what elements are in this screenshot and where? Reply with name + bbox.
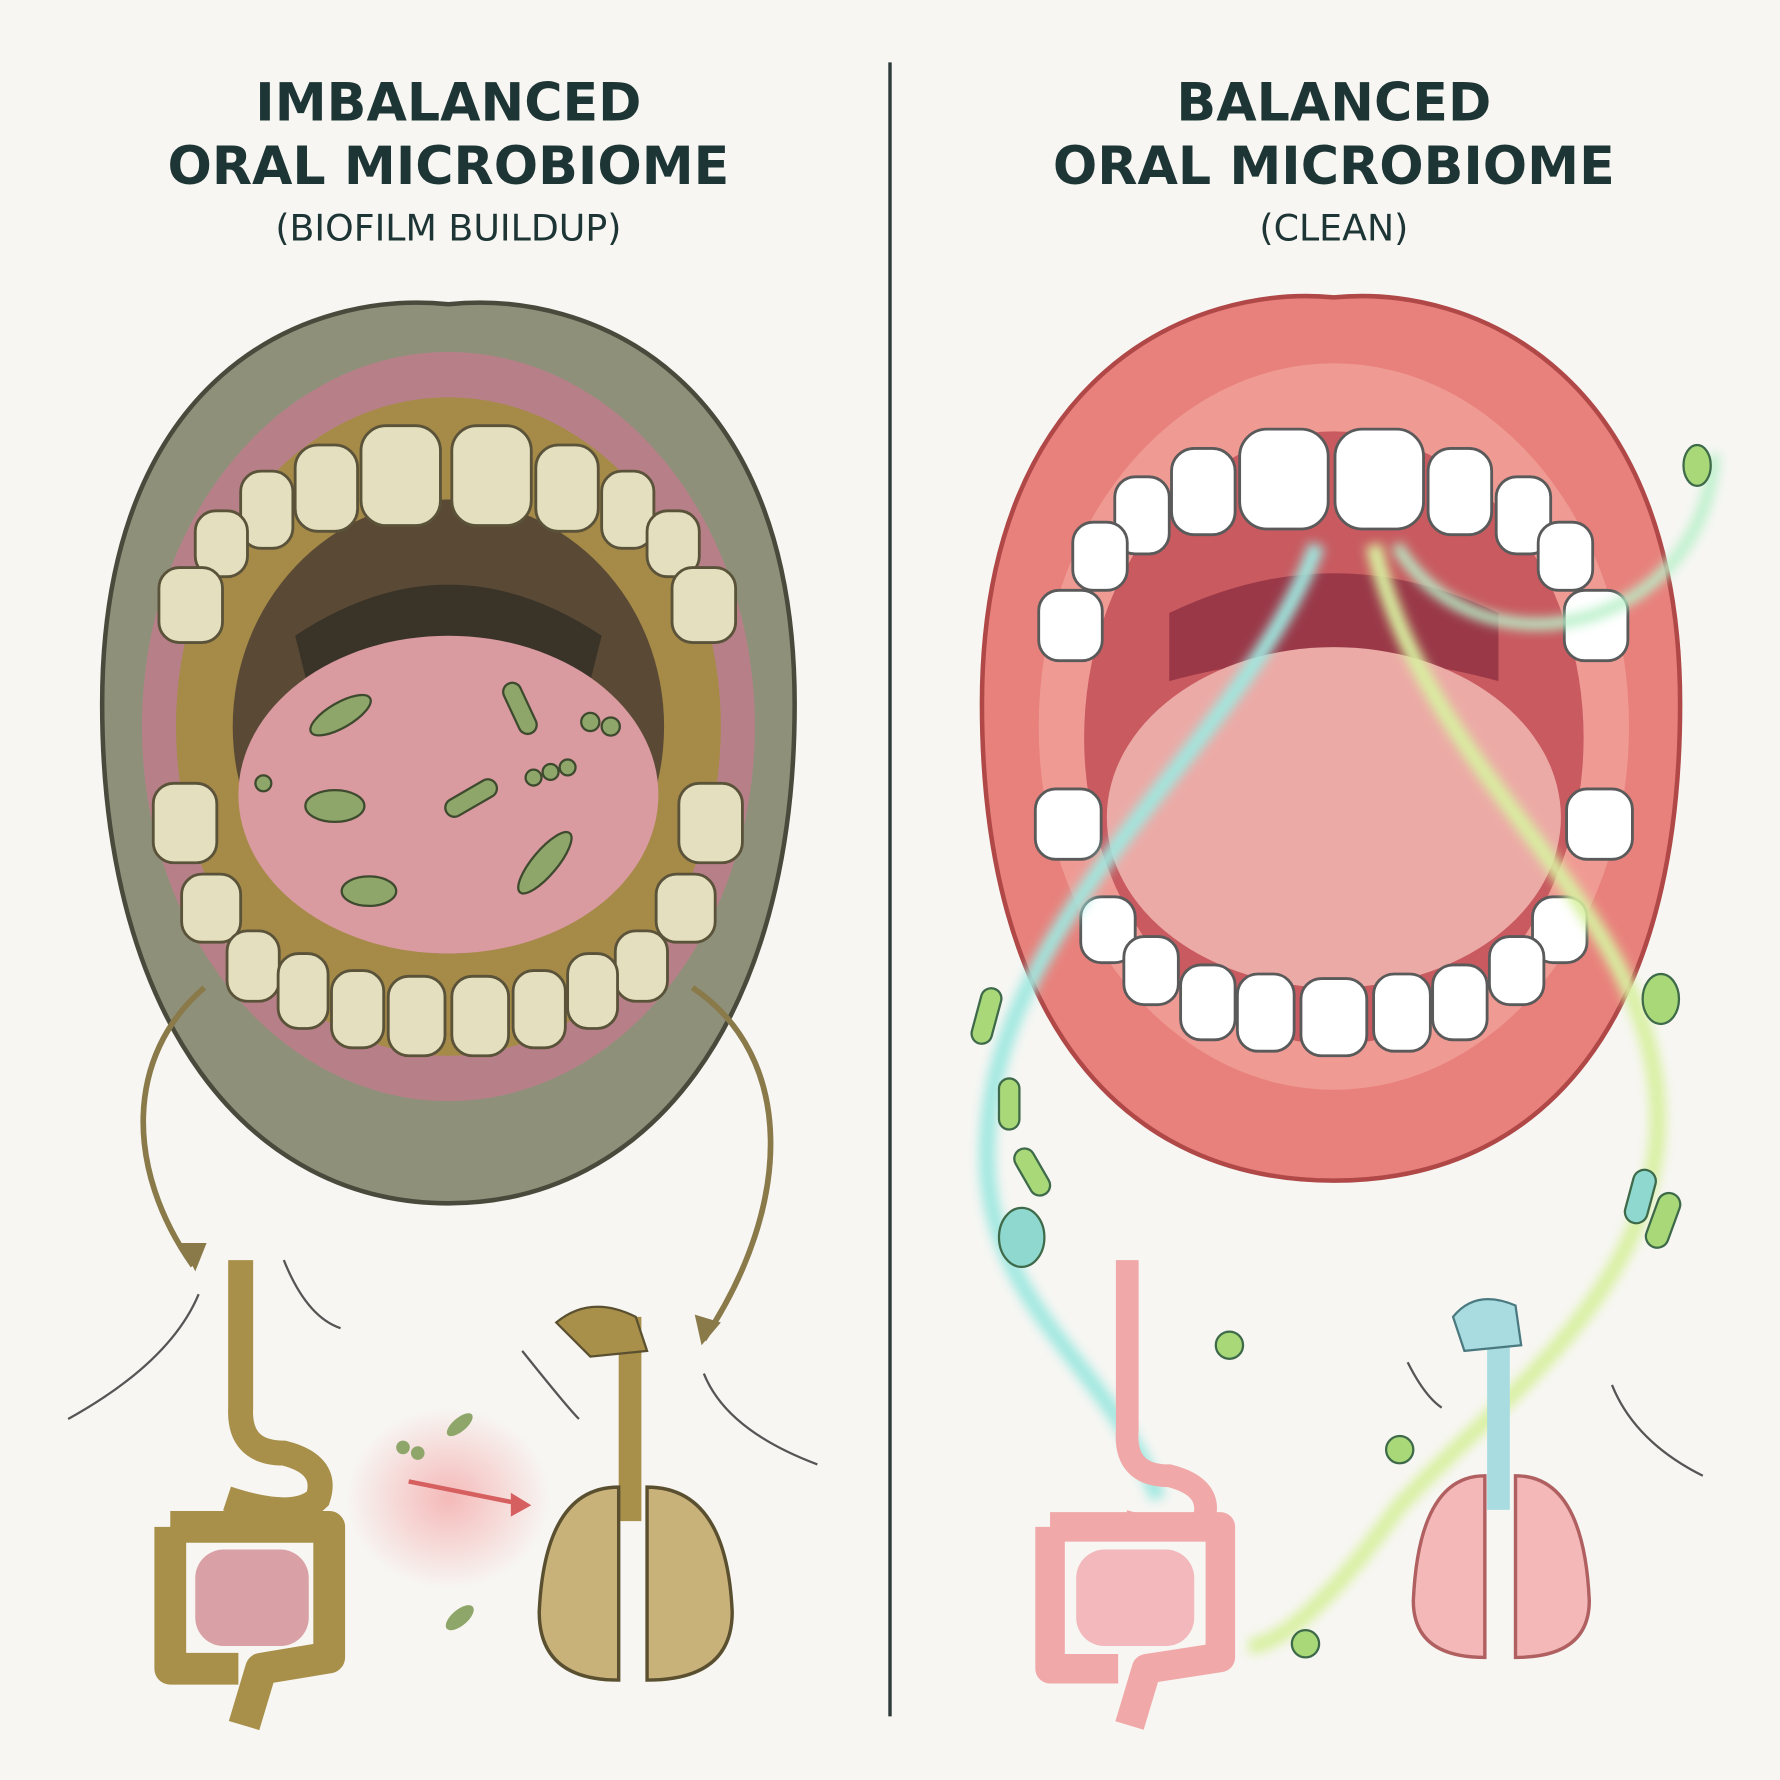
left-title-line1: IMBALANCED: [255, 73, 641, 133]
balanced-organs: [1035, 1260, 1704, 1730]
friendly-bacteria: [970, 443, 1712, 1659]
right-subtitle: (CLEAN): [1259, 207, 1408, 250]
tongue: [238, 635, 659, 954]
imbalanced-mouth: [99, 300, 797, 1346]
bacteria: [254, 681, 621, 908]
tongue: [1106, 647, 1561, 988]
healthy-flow-streams: [970, 443, 1720, 1659]
intestine-icon: [154, 1510, 346, 1731]
left-title-line2: ORAL MICROBIOME: [167, 137, 729, 197]
lungs-icon: [1411, 1474, 1591, 1660]
upper-teeth: [1037, 427, 1630, 663]
stomach-icon: [1115, 1260, 1217, 1542]
right-title-line1: BALANCED: [1176, 73, 1491, 133]
stomach-icon: [223, 1260, 333, 1523]
upper-teeth: [157, 424, 738, 644]
lower-teeth: [151, 781, 744, 1058]
arrow-to-gut: [140, 985, 207, 1268]
imbalanced-organs: [67, 1259, 818, 1731]
lungs-icon: [537, 1485, 734, 1682]
lower-teeth: [1033, 787, 1634, 1058]
left-subtitle: (BIOFILM BUILDUP): [275, 207, 621, 250]
intestine-icon: [1035, 1512, 1236, 1730]
arrow-to-lungs: [690, 985, 774, 1342]
balanced-mouth: [979, 293, 1683, 1183]
right-title-line2: ORAL MICROBIOME: [1053, 137, 1615, 197]
